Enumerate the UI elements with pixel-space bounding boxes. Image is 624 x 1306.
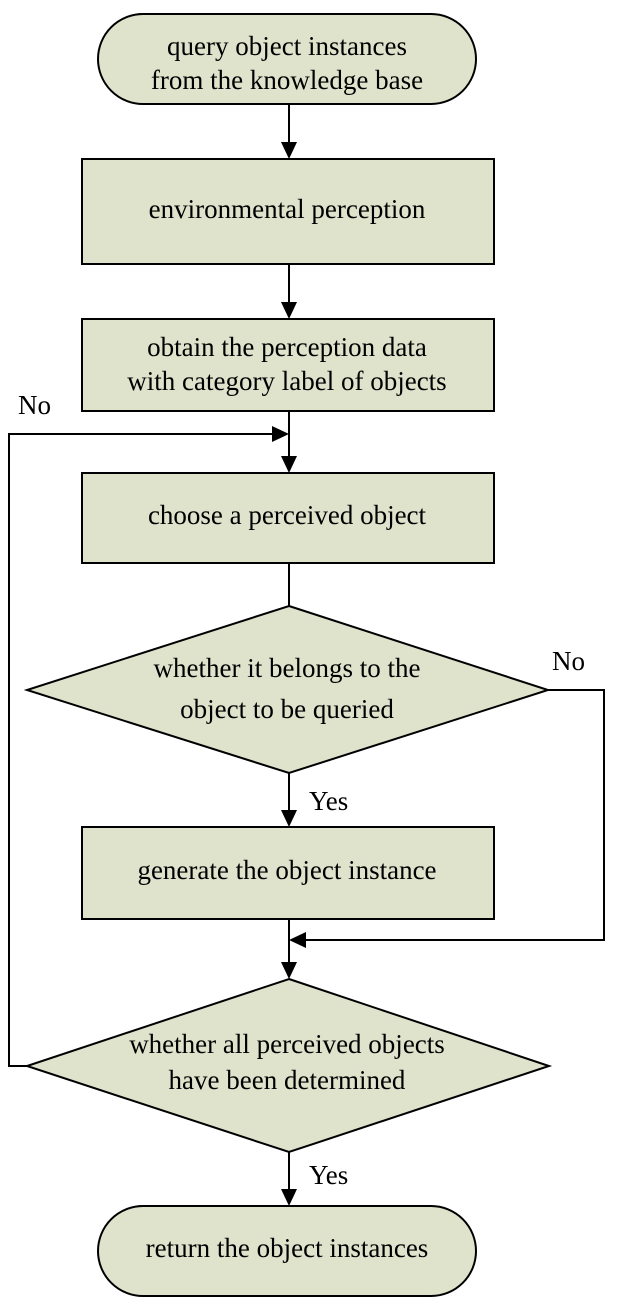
start-terminal bbox=[97, 13, 477, 105]
arrowhead-perception bbox=[281, 142, 297, 159]
arrowhead-choose bbox=[281, 456, 297, 473]
all-yes-label: Yes bbox=[309, 1160, 348, 1190]
flow-edges bbox=[8, 104, 605, 1206]
arrowhead-generate bbox=[281, 810, 297, 827]
choose-object-process-label: choose a perceived object bbox=[148, 500, 427, 530]
obtain-data-process-line-2: with category label of objects bbox=[127, 366, 446, 396]
obtain-data-process-line-1: obtain the perception data bbox=[147, 332, 427, 362]
belongs-decision bbox=[23, 604, 552, 775]
edge-labels: Yes No Yes No bbox=[18, 390, 585, 1190]
start-terminal-line-1: query object instances bbox=[167, 31, 407, 61]
edge-belongs-no-bypass bbox=[306, 689, 605, 941]
edge-all-no-loop bbox=[8, 433, 272, 1067]
arrowhead-all-determined bbox=[281, 962, 297, 979]
arrowhead-obtain bbox=[281, 302, 297, 319]
generate-instance-process-label: generate the object instance bbox=[137, 855, 436, 885]
all-no-label: No bbox=[18, 390, 51, 420]
choose-object-process bbox=[81, 472, 495, 564]
perception-process-label: environmental perception bbox=[149, 194, 426, 224]
belongs-no-label: No bbox=[552, 646, 585, 676]
belongs-yes-label: Yes bbox=[309, 786, 348, 816]
belongs-decision-line-1: whether it belongs to the bbox=[154, 653, 421, 683]
all-determined-decision-line-1: whether all perceived objects bbox=[129, 1029, 445, 1059]
perception-process bbox=[81, 158, 495, 265]
arrowhead-return bbox=[281, 1189, 297, 1206]
arrowhead-bypass-merge bbox=[289, 932, 306, 948]
end-terminal bbox=[97, 1205, 477, 1297]
belongs-decision-line-2: object to be queried bbox=[180, 694, 394, 724]
all-determined-decision-line-2: have been determined bbox=[169, 1065, 406, 1095]
flow-nodes: query object instances from the knowledg… bbox=[23, 13, 553, 1297]
arrowhead-loop bbox=[272, 426, 289, 442]
start-terminal-line-2: from the knowledge base bbox=[151, 65, 423, 95]
end-terminal-label: return the object instances bbox=[146, 1233, 429, 1263]
all-determined-decision bbox=[23, 977, 553, 1154]
obtain-data-process bbox=[81, 318, 495, 412]
generate-instance-process bbox=[81, 826, 495, 920]
